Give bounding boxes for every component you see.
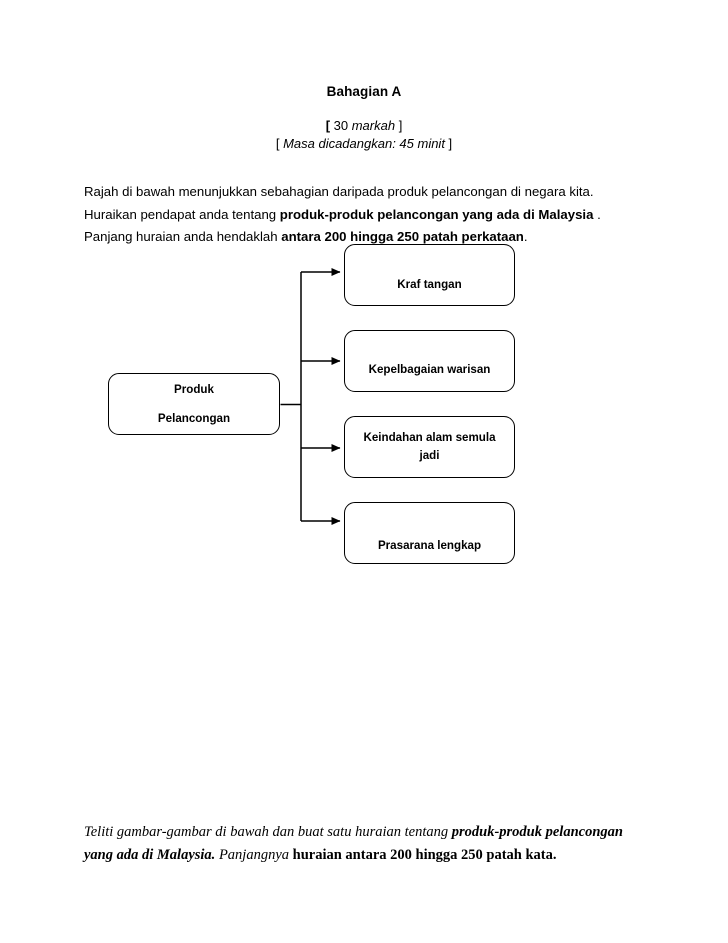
diagram-leaf-prasarana-lengkap: Prasarana lengkap [344, 502, 515, 564]
marks-bracket-close: ] [395, 118, 403, 133]
diagram-leaf-label: Prasarana lengkap [377, 539, 482, 552]
footer-segment-1: Teliti gambar-gambar di bawah dan buat s… [84, 823, 452, 840]
time-bracket-close: ] [444, 136, 453, 151]
intro-segment-1: Rajah di bawah menunjukkan sebahagian da… [84, 184, 594, 222]
diagram-leaf-label: Keindahan alam semula jadi [363, 431, 496, 462]
time-line: [ Masa dicadangkan: 45 minit ] [0, 135, 728, 153]
intro-paragraph: Rajah di bawah menunjukkan sebahagian da… [84, 181, 644, 249]
diagram-root-node: Produk Pelancongan [108, 373, 280, 435]
intro-segment-2-bold: produk-produk pelancongan yang ada di Ma… [279, 206, 594, 222]
diagram-leaf-label: Kepelbagaian warisan [368, 363, 491, 376]
footer-segment-4-bold: huraian antara 200 hingga 250 patah kata… [292, 846, 557, 863]
diagram-leaf-label: Kraf tangan [397, 278, 462, 291]
footer-paragraph: Teliti gambar-gambar di bawah dan buat s… [84, 821, 644, 867]
footer-segment-3: Panjangnya [215, 846, 293, 863]
marks-bracket-open: [ [325, 118, 331, 133]
intro-segment-3: . Panjang huraian anda hendaklah [84, 206, 601, 245]
intro-segment-5: . [523, 229, 528, 245]
footer-segment-2-bold-italic: produk-produk pelancongan yang ada di Ma… [84, 823, 623, 863]
diagram-leaf-kraf-tangan: Kraf tangan [344, 244, 515, 306]
diagram-leaf-keindahan-alam-semula-jadi: Keindahan alam semula jadi [344, 416, 515, 478]
intro-segment-4-bold: antara 200 hingga 250 patah perkataan [281, 229, 524, 245]
diagram-leaf-kepelbagaian-warisan: Kepelbagaian warisan [344, 330, 515, 392]
header-block: Bahagian A [ 30 markah ] [ Masa dicadang… [0, 84, 728, 153]
time-bracket-open: [ [275, 136, 284, 151]
diagram-root-line-1: Produk [174, 382, 214, 396]
marks-line: [ 30 markah ] [0, 117, 728, 135]
marks-value: 30 [330, 118, 352, 133]
time-text: Masa dicadangkan: 45 minit [283, 136, 445, 151]
page-title: Bahagian A [326, 84, 402, 99]
diagram-root-line-2: Pelancongan [157, 411, 231, 425]
marks-unit: markah [351, 118, 396, 133]
